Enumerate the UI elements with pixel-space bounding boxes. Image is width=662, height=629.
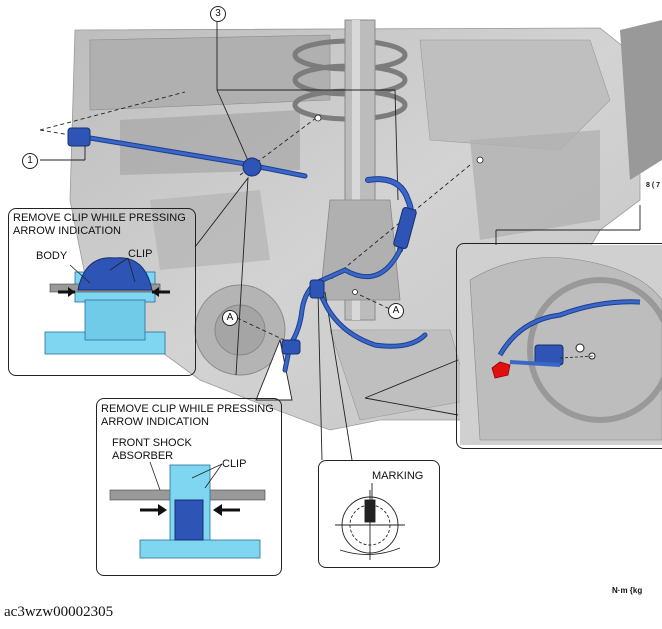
front-shock-absorber-label-line1: FRONT SHOCK [112,437,192,449]
reference-mark-a-right: A [388,303,404,319]
upper-clip-label: CLIP [128,248,153,260]
cutoff-torque-text: 8 ( 7 [646,182,661,189]
reference-mark-a-left: A [222,310,238,326]
bolt-markers [314,114,484,295]
front-shock-absorber-label-line2: ABSORBER [112,450,174,462]
document-id: ac3wzw00002305 [4,604,114,620]
knuckle-hub [194,284,471,421]
torque-unit-label: N·m {kg [612,586,643,595]
body-label: BODY [36,250,68,262]
marking-detail-drawing [335,483,405,560]
upper-instruction-line2: ARROW INDICATION [13,225,121,237]
sensor-connectors [67,127,417,355]
callout-number-3: 3 [210,6,226,22]
marking-label: MARKING [372,470,424,482]
lower-instruction-line1: REMOVE CLIP WHILE PRESSING [101,403,274,415]
body-corner [620,20,662,180]
lower-clip-callout [96,398,282,576]
upper-clip-callout [8,208,196,376]
wheel-speed-sensor-harness [87,135,428,373]
lower-instruction-line2: ARROW INDICATION [101,416,209,428]
upper-clip-detail-drawing [44,257,170,355]
right-detail-drawing [460,245,662,445]
lower-clip-detail-drawing [109,461,266,559]
lower-clip-label: CLIP [222,458,247,470]
callout-number-1: 1 [22,153,38,169]
upper-instruction-line1: REMOVE CLIP WHILE PRESSING [13,212,186,224]
marking-callout [318,460,440,568]
right-detail-callout [456,243,662,449]
